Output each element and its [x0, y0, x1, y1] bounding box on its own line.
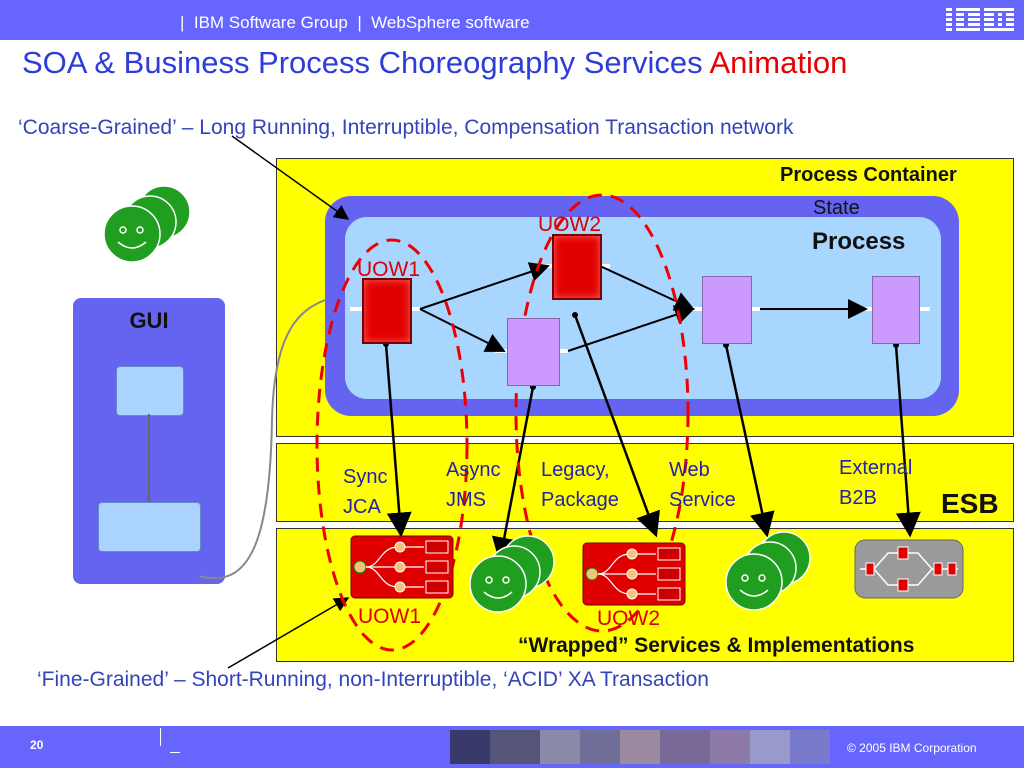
smiley-group-icon: [469, 535, 555, 613]
esb-label-async-jms: Async JMS: [446, 459, 501, 511]
fine-grained-caption: ‘Fine-Grained’ – Short-Running, non-Inte…: [37, 668, 709, 691]
page-number: 20: [30, 738, 44, 752]
process-node-b2b[interactable]: [872, 276, 920, 344]
process-label: Process: [812, 228, 906, 255]
gui-component-bottom: [98, 502, 201, 552]
coarse-grained-caption: ‘Coarse-Grained’ – Long Running, Interru…: [18, 116, 794, 139]
esb-label-web-service: Web Service: [669, 459, 736, 511]
footer-divider: [160, 728, 161, 746]
esb-label-external-b2b: External B2B: [839, 457, 913, 509]
smiley-group-icon: [725, 531, 811, 611]
title-accent: Animation: [709, 45, 848, 80]
process-node-async[interactable]: [507, 318, 560, 386]
ibm-logo-icon: [946, 8, 1014, 31]
process-node-uow1[interactable]: [362, 278, 412, 344]
gui-component-top: [116, 366, 184, 416]
services-title: “Wrapped” Services & Implementations: [518, 634, 915, 657]
component-assembly-icon: [582, 542, 686, 606]
footer-image-strip: [450, 730, 830, 764]
process-node-uow2[interactable]: [552, 234, 602, 300]
uow1-bottom-label: UOW1: [358, 605, 421, 628]
esb-label-legacy-package: Legacy, Package: [541, 459, 619, 511]
header-bar: [0, 0, 1024, 40]
uow1-top-label: UOW1: [357, 258, 420, 281]
gui-title: GUI: [129, 308, 169, 333]
process-container-title: Process Container: [780, 164, 957, 186]
page-title: SOA & Business Process Choreography Serv…: [22, 45, 847, 81]
component-assembly-icon: [350, 535, 454, 599]
state-label: State: [813, 197, 860, 219]
process-node-web[interactable]: [702, 276, 752, 344]
title-main: SOA & Business Process Choreography Serv…: [22, 45, 710, 80]
esb-label-sync-jca: Sync JCA: [343, 466, 388, 518]
b2b-flow-icon: [854, 539, 964, 599]
uow2-bottom-label: UOW2: [597, 607, 660, 630]
smiley-group-icon: [103, 186, 191, 263]
copyright: © 2005 IBM Corporation: [847, 741, 977, 755]
esb-title: ESB: [941, 488, 999, 519]
footer-dash: [170, 752, 180, 753]
uow2-top-label: UOW2: [538, 213, 601, 236]
breadcrumb: | IBM Software Group | WebSphere softwar…: [180, 13, 530, 32]
